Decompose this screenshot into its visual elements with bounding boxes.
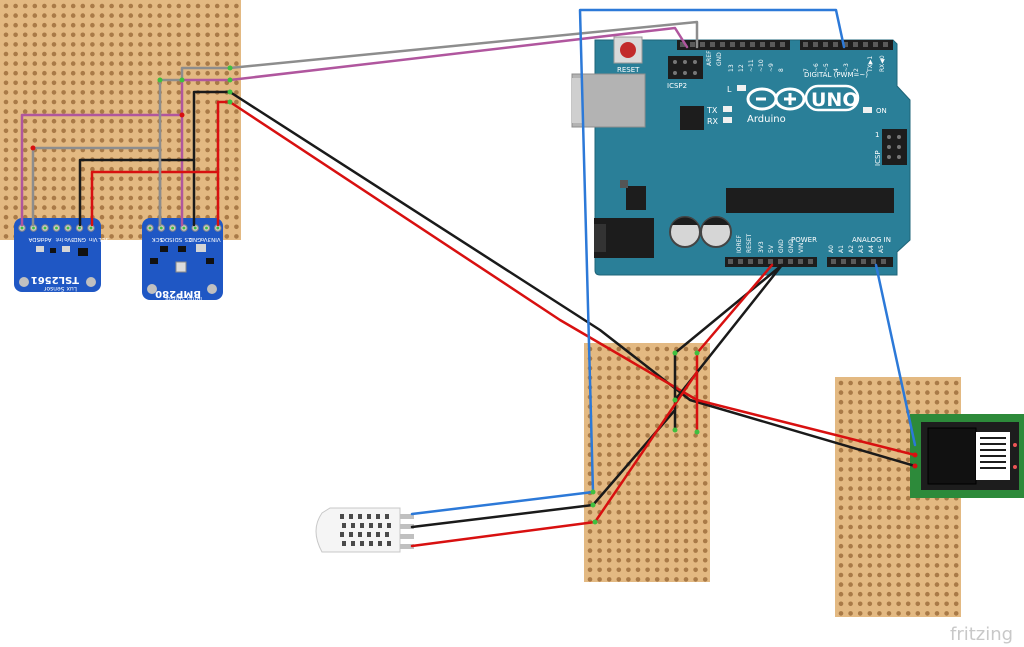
wire-blue-dht-data: [410, 8, 846, 516]
digital-pin-label: 2: [853, 68, 860, 72]
dht22-sensor: [315, 507, 414, 553]
voltage-regulator: [626, 186, 646, 210]
wire-black-local: [78, 158, 196, 227]
fritzing-watermark: fritzing: [950, 624, 1013, 645]
power-pin-label: GND: [778, 239, 785, 253]
wire-red-vcc-long: [228, 100, 917, 457]
digital-pin-label: 8: [778, 68, 785, 72]
on-led-label: ON: [876, 107, 887, 115]
bmp280-pin-label: 3Vo: [200, 236, 211, 242]
rx-led-label: RX: [707, 117, 719, 126]
bmp280-pin-label: SDI: [172, 236, 182, 242]
wire-grey-scl: [228, 20, 699, 70]
icsp2-header: [668, 56, 703, 79]
digital-pin-label: RX◀0: [879, 55, 886, 72]
bmp280-pin-label: CS: [184, 236, 192, 242]
power-label: POWER: [791, 236, 817, 244]
digital-label: DIGITAL (PWM=~): [804, 71, 868, 79]
digital-pin-label: ~5: [823, 63, 830, 72]
gnd-label-top: GND: [716, 52, 723, 66]
power-pin-label: GND: [788, 239, 795, 253]
arduino-brand-label: Arduino: [747, 114, 786, 125]
power-pin-label: 3V3: [758, 241, 765, 253]
bmp280-name: BMP280: [155, 288, 201, 299]
digital-pin-label: TX▶1: [867, 56, 874, 73]
bmp280-desc-2: Temp Sensor: [164, 295, 204, 302]
wire-red-riser: [216, 100, 232, 174]
tsl2561-pin-label: Vin: [88, 236, 97, 242]
digital-pin-label: 4: [833, 68, 840, 72]
digital-pin-label: ~10: [758, 59, 765, 72]
digital-pin-label: ~6: [813, 63, 820, 72]
analog-pin-label: A2: [848, 245, 855, 253]
tx-led: [723, 106, 732, 112]
analog-pin-label: A1: [838, 245, 845, 253]
tsl2561-pin-label: Addr: [38, 236, 52, 242]
wire-black-gnd-long: [228, 90, 917, 468]
perfboard-top-left: [0, 0, 241, 240]
reset-button[interactable]: [613, 36, 643, 64]
digital-pin-label: ~11: [748, 59, 755, 72]
aref-label: AREF: [706, 50, 713, 66]
analog-pin-label: A0: [828, 245, 835, 253]
digital-pin-label: ~3: [843, 63, 850, 72]
wire-black-to-5v: [673, 263, 784, 355]
wire-red-local: [90, 170, 220, 227]
bmp280-pin-label: SDO: [160, 236, 173, 242]
atmega-chip: [726, 188, 894, 213]
wire-blue-rj45: [874, 263, 917, 447]
digital-pin-label: 12: [738, 64, 745, 72]
capacitor-2: [700, 216, 732, 248]
rj45-connector: [910, 414, 1024, 498]
usb-chip: [680, 106, 704, 130]
analog-pin-label: A5: [878, 245, 885, 253]
tsl2561-pin-label: GND: [73, 236, 86, 242]
wire-magenta-local: [20, 113, 184, 227]
bmp280-pin-label: SCK: [152, 236, 163, 242]
analog-in-label: ANALOG IN: [852, 236, 891, 244]
power-pin-label: RESET: [746, 233, 753, 253]
digital-pin-label: 13: [728, 64, 735, 72]
bmp280-pin-label: VIN: [211, 236, 221, 242]
digital-pin-label: 7: [803, 68, 810, 72]
analog-pin-label: A4: [868, 245, 875, 253]
wires: [20, 8, 918, 548]
tsl2561-pin-label: SDA: [28, 236, 40, 242]
on-led: [863, 107, 872, 113]
arduino-infinity-logo: [746, 87, 806, 111]
icsp2-label: ICSP2: [667, 82, 687, 90]
header-analog: [827, 257, 893, 267]
icsp-header: [882, 129, 907, 165]
tsl2561-pin-label: 3Vo: [64, 236, 75, 242]
power-pin-label: IOREF: [736, 235, 743, 253]
tsl2561-name: TSL2561: [31, 274, 79, 285]
rx-led: [723, 117, 732, 123]
icsp-label: ICSP: [874, 150, 882, 166]
tsl2561-pin-label: SCL: [98, 236, 109, 242]
capacitor-1: [669, 216, 701, 248]
wire-red-to-5v: [695, 263, 774, 355]
tx-led-label: TX: [706, 106, 718, 115]
wire-magenta-sda: [228, 26, 689, 82]
l-led-label: L: [727, 85, 732, 94]
power-pin-label: VIN: [798, 243, 805, 253]
icsp-pin1-label: 1: [875, 131, 879, 139]
digital-pin-label: ~9: [768, 63, 775, 72]
power-pin-label: 5V: [768, 244, 775, 253]
tsl2561-desc: Lux Sensor: [43, 285, 77, 292]
wire-black-riser: [192, 90, 232, 162]
bmp280-pin-label: GND: [189, 236, 202, 242]
l-led: [737, 85, 746, 91]
bmp280-desc-1: Pressure &: [168, 301, 201, 308]
analog-pin-label: A3: [858, 245, 865, 253]
reset-label: RESET: [617, 66, 640, 74]
uno-model-label: UNO: [811, 89, 858, 111]
tsl2561-pin-label: Int: [55, 236, 63, 242]
